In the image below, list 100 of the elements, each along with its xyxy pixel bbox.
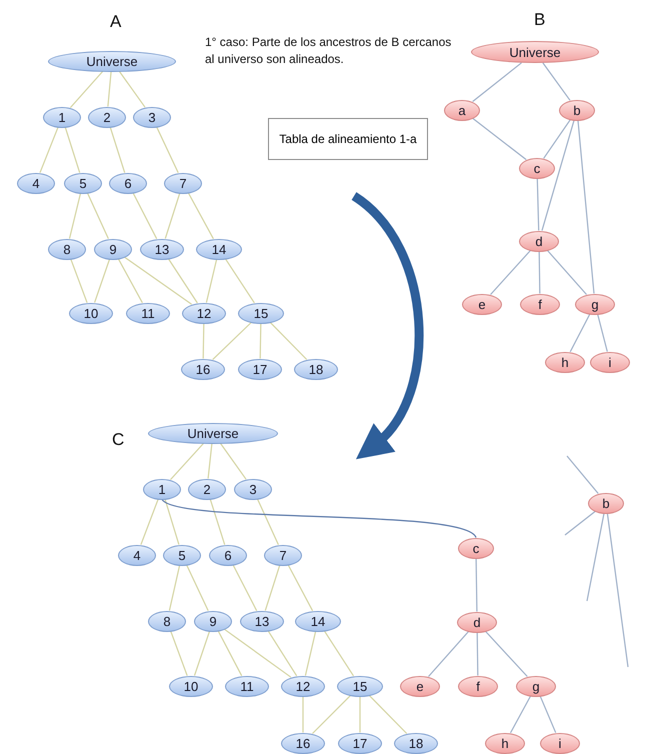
ellipse-node: 14 [196, 238, 242, 260]
panel-letter: A [110, 11, 122, 33]
connector-line [210, 499, 226, 545]
ellipse-node: f [458, 676, 498, 696]
connector-line [288, 564, 314, 612]
connector-line [324, 630, 354, 676]
connector-line [428, 631, 469, 677]
ellipse-node: i [540, 732, 580, 754]
ellipse-node: 8 [148, 610, 186, 632]
connector-line [186, 564, 209, 612]
connector-line [202, 323, 204, 359]
connector-line [224, 628, 292, 678]
ellipse-node: b [588, 492, 624, 514]
connector-line [168, 565, 180, 611]
connector-line [597, 314, 608, 352]
ellipse-node: 15 [337, 676, 383, 696]
ellipse-node: c [458, 538, 494, 558]
ellipse-node: Universe [471, 41, 599, 63]
ellipse-node: 17 [338, 732, 382, 754]
ellipse-node: b [559, 100, 595, 120]
connector-line [536, 178, 540, 231]
connector-line [188, 192, 214, 240]
ellipse-node: 5 [163, 544, 201, 566]
ellipse-node: 2 [88, 106, 126, 128]
ellipse-node: 15 [238, 302, 284, 324]
ellipse-node: 16 [281, 732, 325, 754]
connector-line [270, 322, 308, 360]
connector-line [359, 696, 361, 732]
connector-line [110, 127, 126, 173]
connector-line [570, 314, 590, 352]
line [564, 510, 596, 536]
connector-line [70, 259, 88, 303]
connector-line [70, 71, 104, 108]
ellipse-node: Universe [148, 422, 278, 444]
ellipse-node: 4 [17, 172, 55, 194]
connector-line [140, 499, 159, 545]
ellipse-node: d [457, 612, 497, 632]
connector-line [212, 322, 252, 360]
ellipse-node: 16 [181, 358, 225, 380]
connector-line [368, 695, 408, 734]
connector-line [220, 443, 246, 480]
ellipse-node: 5 [64, 172, 102, 194]
connector-line [87, 192, 109, 240]
connector-line [541, 120, 575, 231]
connector-line [472, 62, 522, 102]
ellipse-node: 9 [194, 610, 232, 632]
ellipse-node: 7 [264, 544, 302, 566]
line [586, 513, 605, 602]
connector-line [476, 558, 478, 612]
connector-line [268, 630, 298, 676]
ellipse-node: Universe [48, 50, 176, 72]
panel-letter: B [534, 9, 546, 31]
connector-line [170, 631, 188, 676]
ellipse-node: 3 [234, 478, 272, 500]
ellipse-node: 1 [43, 106, 81, 128]
ellipse-node: h [485, 732, 525, 754]
connector-line [510, 696, 532, 734]
ellipse-node: 11 [225, 676, 269, 696]
connector-line [302, 696, 304, 732]
connector-line [168, 258, 198, 304]
line [606, 513, 629, 668]
ellipse-node: a [444, 100, 480, 120]
ellipse-node: 3 [133, 106, 171, 128]
connector-line [543, 119, 571, 159]
ellipse-node: 4 [118, 544, 156, 566]
connector-line [264, 565, 280, 611]
panel-letter: C [112, 429, 124, 451]
ellipse-node: g [575, 294, 615, 314]
connector-line [225, 258, 255, 304]
connector-line [490, 250, 531, 295]
connector-line [164, 499, 180, 545]
connector-line [118, 71, 146, 108]
ellipse-node: 12 [281, 676, 325, 696]
ellipse-node: 17 [238, 358, 282, 380]
connector-line [260, 323, 262, 359]
connector-line [577, 120, 595, 294]
ellipse-node: d [519, 230, 559, 252]
connector-line [304, 631, 316, 676]
ellipse-node: 9 [94, 238, 132, 260]
connector-line [542, 62, 570, 101]
connector-line [94, 259, 110, 303]
ellipse-node: 12 [182, 302, 226, 324]
connector-line [39, 127, 59, 173]
ellipse-node: 11 [126, 302, 170, 324]
line [566, 456, 599, 494]
ellipse-node: 14 [295, 610, 341, 632]
connector-line [156, 126, 179, 174]
ellipse-node: e [462, 294, 502, 314]
connector-line [132, 192, 158, 240]
ellipse-node: 6 [109, 172, 147, 194]
connector-line [68, 193, 82, 239]
ellipse-node: 8 [48, 238, 86, 260]
connector-line [170, 443, 204, 480]
ellipse-node: 13 [240, 610, 284, 632]
ellipse-node: e [400, 676, 440, 696]
connector-line [257, 498, 279, 546]
connector-line [472, 118, 527, 160]
note-text: 1° caso: Parte de los ancestros de B cercanos al universo son alineados. [205, 34, 452, 68]
connector-line [208, 443, 212, 479]
connector-line [162, 498, 476, 538]
